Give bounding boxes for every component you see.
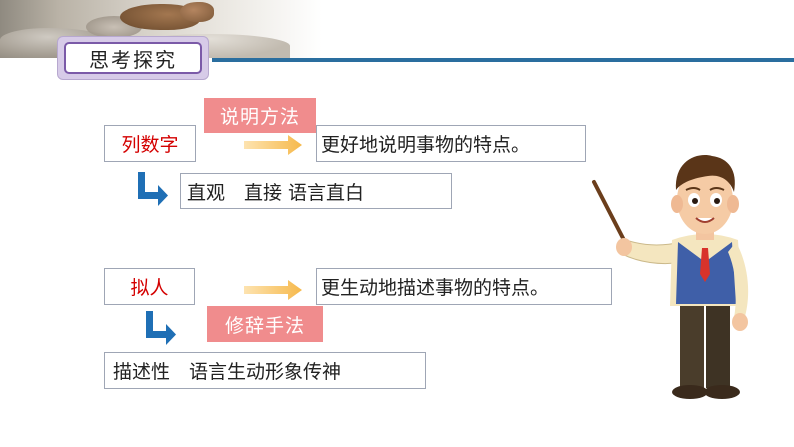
feature-box: 描述性 语言生动形象传神 [104, 352, 426, 389]
method-tag: 说明方法 [204, 98, 316, 133]
result-text: 更好地说明事物的特点。 [321, 134, 531, 156]
section-title-frame: 思考探究 [57, 36, 209, 80]
right-arrow-icon [244, 135, 302, 155]
feature-text: 直观 直接 语言直白 [187, 181, 365, 204]
section-title: 思考探究 [64, 42, 202, 74]
label-text: 拟人 [130, 277, 169, 299]
header-banner-image [0, 0, 322, 58]
elbow-arrow-icon [146, 311, 176, 345]
result-box: 更好地说明事物的特点。 [316, 125, 586, 162]
result-box: 更生动地描述事物的特点。 [316, 268, 612, 305]
rhetoric-tag: 修辞手法 [207, 306, 323, 342]
feature-text: 描述性 语言生动形象传神 [113, 361, 342, 383]
label-box-personification: 拟人 [104, 268, 195, 305]
label-box-list-numbers: 列数字 [104, 125, 196, 162]
feature-box: 直观 直接 语言直白 [180, 173, 452, 209]
result-text: 更生动地描述事物的特点。 [321, 277, 550, 299]
teacher-illustration [592, 155, 749, 399]
elbow-arrow-icon [138, 172, 168, 206]
label-text: 列数字 [121, 134, 179, 156]
header-rule [212, 58, 794, 62]
right-arrow-icon [244, 280, 302, 300]
